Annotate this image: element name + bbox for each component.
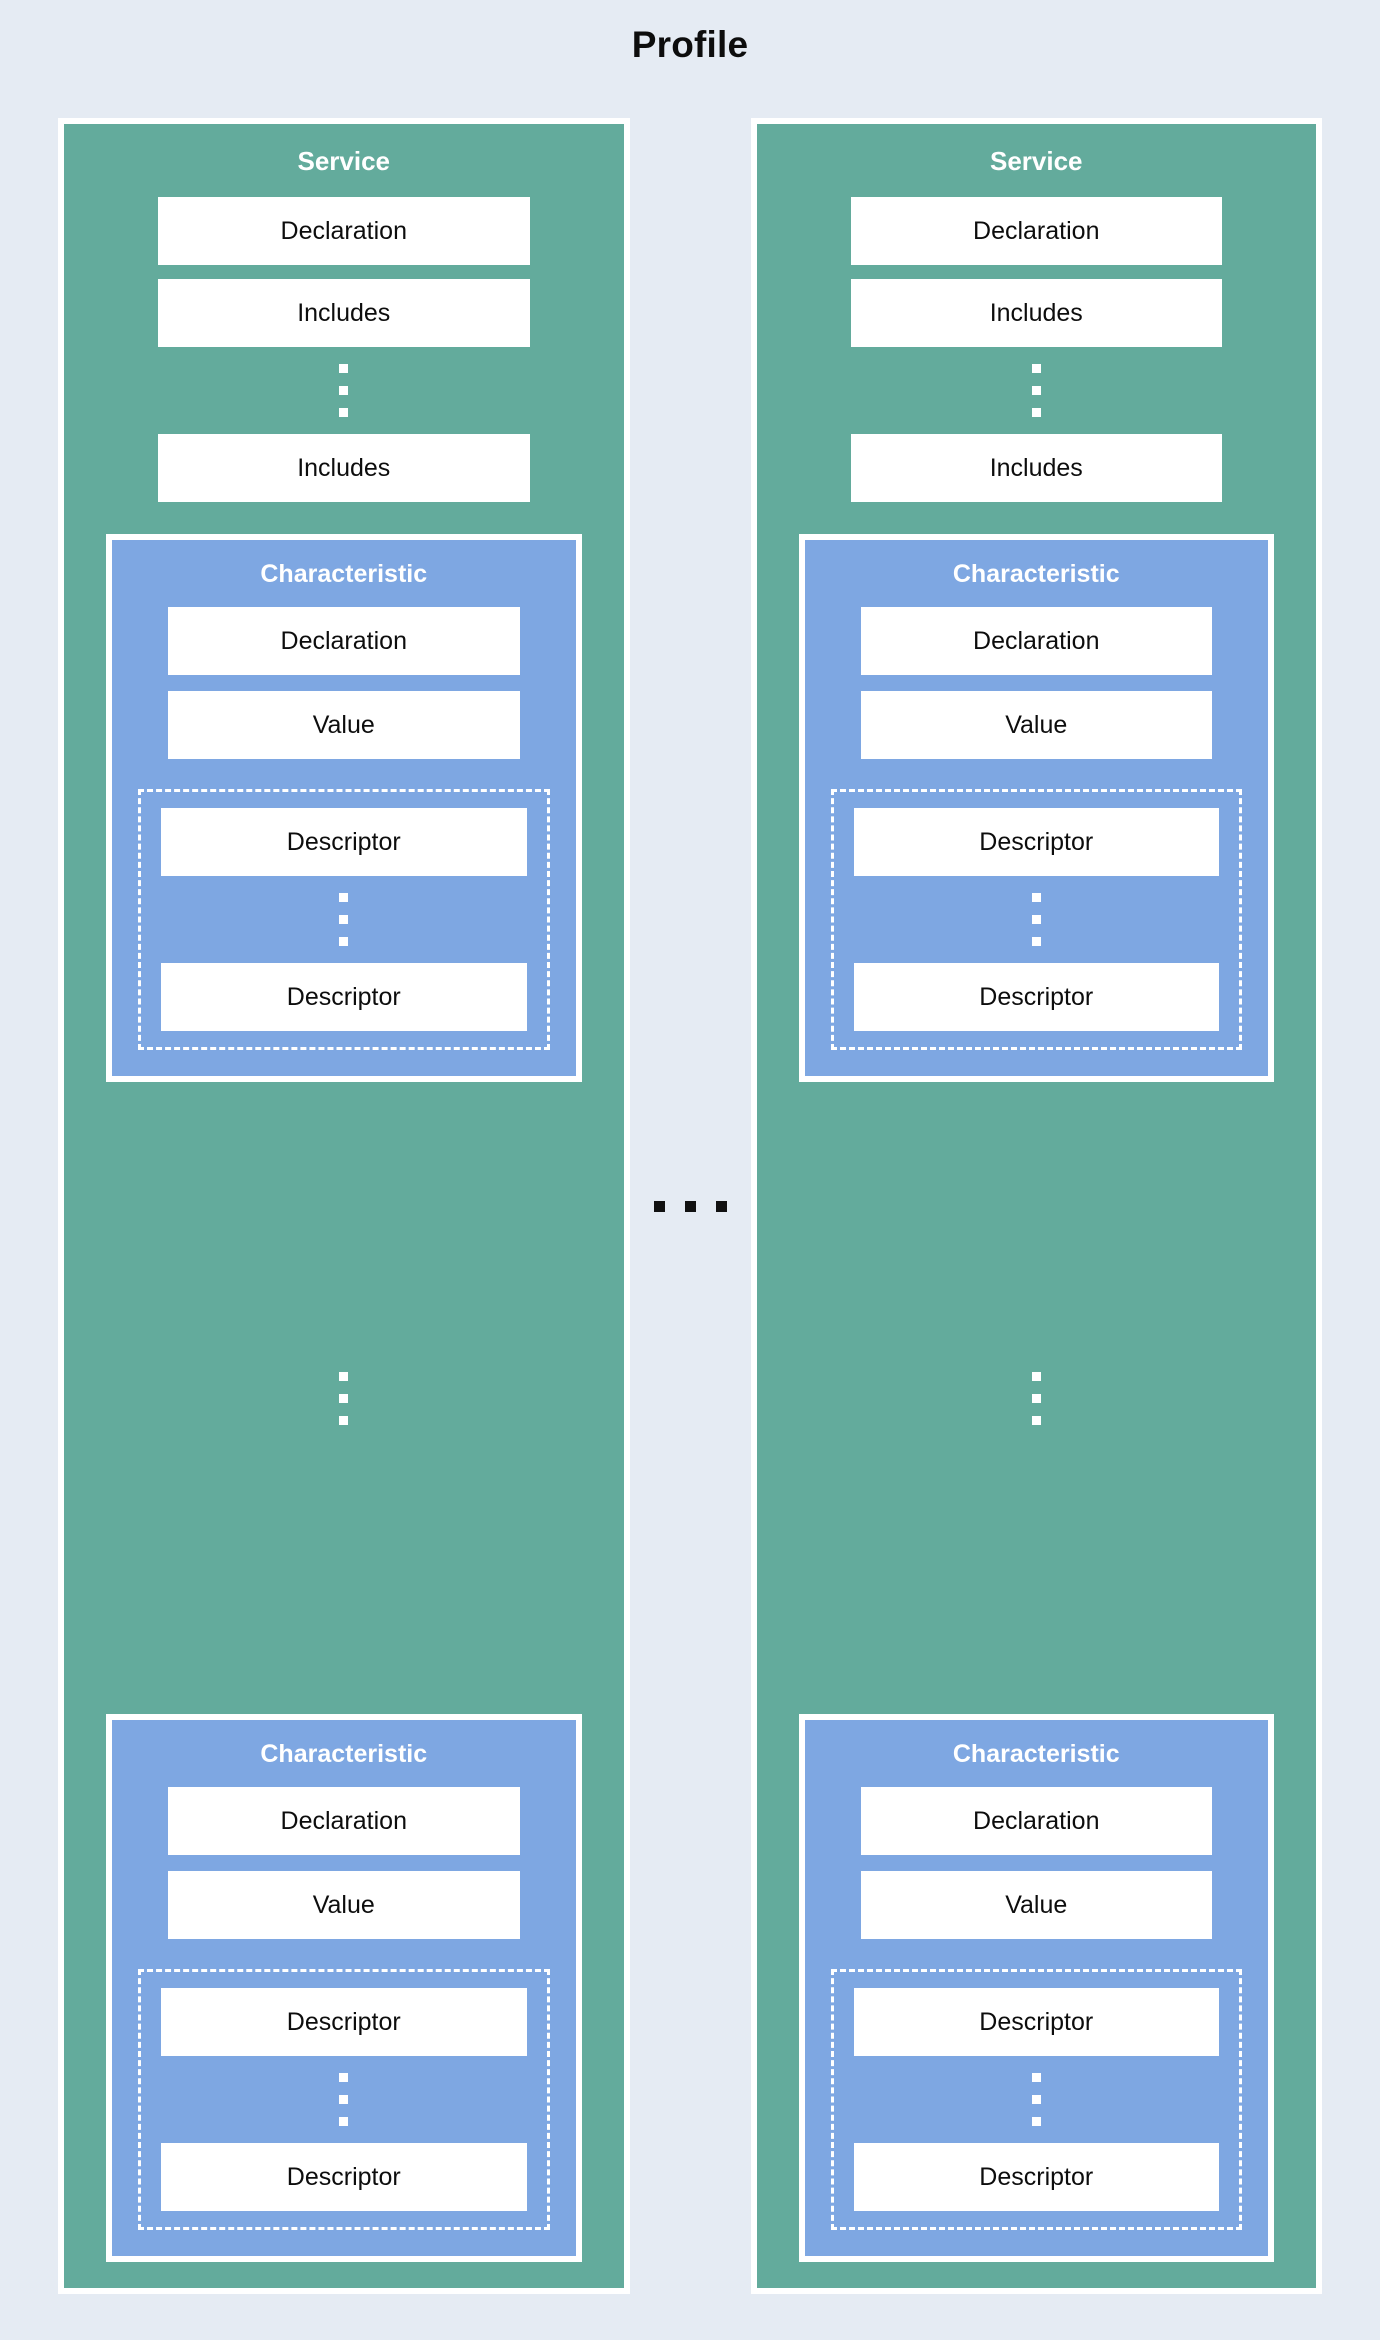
descriptor-box-last: Descriptor <box>853 2143 1219 2211</box>
characteristic-block-1: Characteristic Declaration Value Descrip… <box>106 534 582 1082</box>
characteristic-declaration-box: Declaration <box>860 607 1212 675</box>
descriptor-box-last: Descriptor <box>853 963 1219 1031</box>
descriptor-ellipsis-icon <box>834 876 1240 963</box>
characteristics-ellipsis-icon <box>1031 1344 1041 1453</box>
characteristic-declaration-box: Declaration <box>860 1787 1212 1855</box>
service-declaration-box: Declaration <box>850 197 1222 265</box>
service-block-1: Service Declaration Includes Includes Ch… <box>58 118 630 2294</box>
descriptor-ellipsis-icon <box>834 2056 1240 2143</box>
service-title: Service <box>297 146 391 176</box>
descriptor-box-first: Descriptor <box>853 808 1219 876</box>
characteristic-title: Characteristic <box>952 560 1120 588</box>
characteristic-block-1: Characteristic Declaration Value Descrip… <box>798 534 1274 1082</box>
characteristic-declaration-box: Declaration <box>168 1787 520 1855</box>
descriptor-group: Descriptor Descriptor <box>830 789 1242 1050</box>
descriptor-box-last: Descriptor <box>161 963 527 1031</box>
descriptor-box-first: Descriptor <box>161 808 527 876</box>
services-row: Service Declaration Includes Includes Ch… <box>58 118 1322 2294</box>
characteristic-title: Characteristic <box>952 1740 1120 1768</box>
descriptor-group: Descriptor Descriptor <box>830 1969 1242 2230</box>
descriptor-box-last: Descriptor <box>161 2143 527 2211</box>
characteristic-value-box: Value <box>168 691 520 759</box>
characteristic-block-2: Characteristic Declaration Value Descrip… <box>106 1714 582 2262</box>
service-includes-box-last: Includes <box>158 434 530 502</box>
descriptor-box-first: Descriptor <box>853 1988 1219 2056</box>
service-includes-box-last: Includes <box>850 434 1222 502</box>
characteristic-declaration-box: Declaration <box>168 607 520 675</box>
characteristics-spacer <box>799 1082 1275 1714</box>
includes-ellipsis-icon <box>799 347 1275 434</box>
service-title: Service <box>989 146 1083 176</box>
characteristics-ellipsis-icon <box>339 1344 349 1453</box>
page-title: Profile <box>631 24 749 65</box>
descriptor-ellipsis-icon <box>141 876 547 963</box>
characteristics-spacer <box>106 1082 582 1714</box>
includes-ellipsis-icon <box>106 347 582 434</box>
descriptor-group: Descriptor Descriptor <box>138 1969 550 2230</box>
service-includes-box-first: Includes <box>158 279 530 347</box>
characteristic-title: Characteristic <box>260 1740 428 1768</box>
descriptor-ellipsis-icon <box>141 2056 547 2143</box>
service-includes-box-first: Includes <box>850 279 1222 347</box>
descriptor-box-first: Descriptor <box>161 1988 527 2056</box>
characteristic-block-2: Characteristic Declaration Value Descrip… <box>798 1714 1274 2262</box>
characteristic-value-box: Value <box>168 1871 520 1939</box>
characteristic-value-box: Value <box>860 691 1212 759</box>
service-declaration-box: Declaration <box>158 197 530 265</box>
services-ellipsis-icon <box>630 1200 751 1212</box>
characteristic-value-box: Value <box>860 1871 1212 1939</box>
service-block-2: Service Declaration Includes Includes Ch… <box>750 118 1322 2294</box>
descriptor-group: Descriptor Descriptor <box>138 789 550 1050</box>
characteristic-title: Characteristic <box>260 560 428 588</box>
